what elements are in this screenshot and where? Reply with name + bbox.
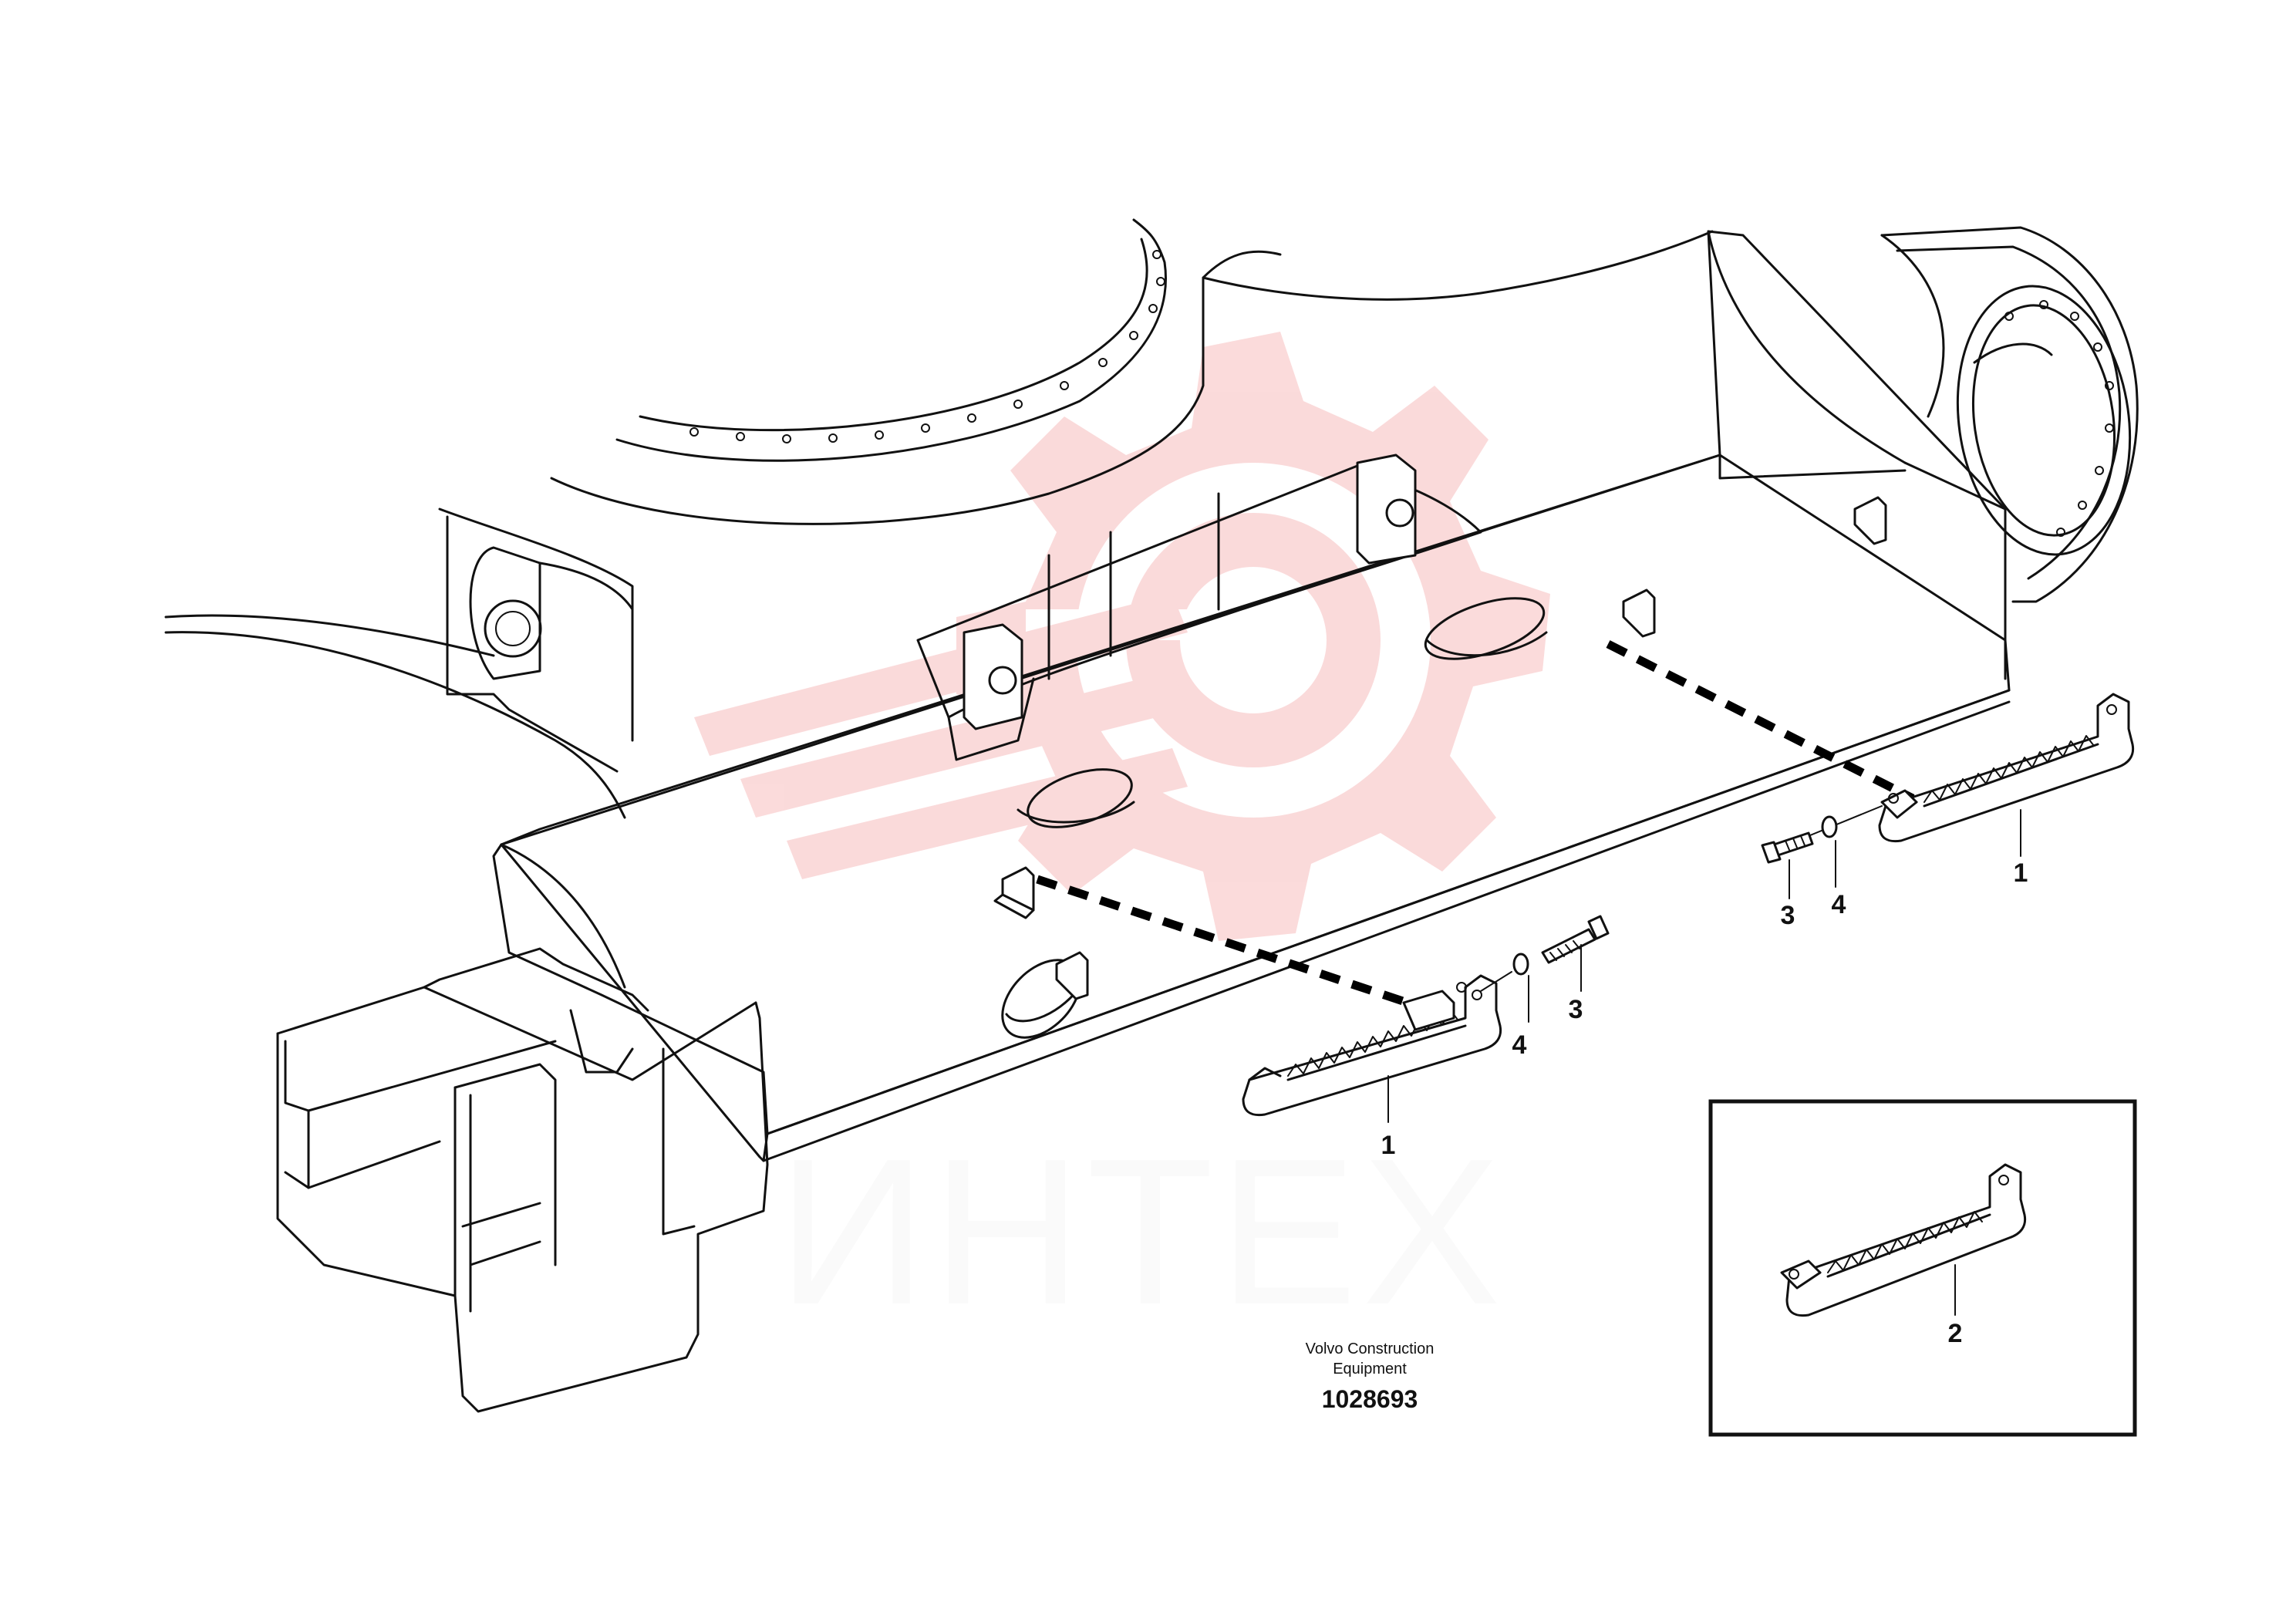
fasteners-right bbox=[1761, 805, 1883, 864]
install-line-right bbox=[1606, 640, 1915, 802]
credit-line-2: Equipment bbox=[1333, 1361, 1407, 1378]
ring-bolt-holes bbox=[689, 250, 1165, 443]
washer-left bbox=[1512, 953, 1529, 976]
callout-1-left: 1 bbox=[1381, 1131, 1396, 1160]
step-ladder-detail bbox=[1780, 1163, 2027, 1317]
diagram-credit: Volvo Construction Equipment 1028693 bbox=[1306, 1340, 1435, 1413]
watermark-text: ИНТЕХ bbox=[777, 1116, 1505, 1348]
washer-right bbox=[1821, 815, 1838, 838]
inset-detail: 2 bbox=[1708, 1099, 2137, 1437]
track-frame-left-end bbox=[276, 843, 769, 1413]
mounting-tabs bbox=[993, 496, 1887, 1000]
leader-lines bbox=[1387, 809, 2021, 1123]
step-ladder-right bbox=[1878, 693, 2135, 843]
car-body bbox=[500, 230, 2011, 1162]
part-number: 1028693 bbox=[1322, 1385, 1418, 1413]
callout-3-left: 3 bbox=[1569, 995, 1583, 1024]
ring-bolt-holes-right bbox=[2004, 300, 2114, 537]
watermark-logo: ИНТЕХ bbox=[694, 332, 1550, 1348]
center-brace bbox=[916, 454, 1482, 761]
installation-lines bbox=[1036, 640, 1915, 1011]
upper-frame-outline bbox=[164, 508, 634, 819]
callout-4-right: 4 bbox=[1832, 890, 1846, 919]
callout-1-right: 1 bbox=[2014, 858, 2028, 888]
bolt-right bbox=[1761, 831, 1814, 864]
install-line-left bbox=[1036, 875, 1421, 1011]
callout-4-left: 4 bbox=[1512, 1030, 1527, 1060]
bolt-left bbox=[1541, 915, 1610, 964]
fasteners-left bbox=[1480, 915, 1610, 992]
credit-line-1: Volvo Construction bbox=[1306, 1340, 1435, 1357]
slewing-ring-left bbox=[550, 218, 1714, 525]
step-ladder-left bbox=[1242, 974, 1502, 1117]
callout-3-right: 3 bbox=[1781, 901, 1795, 930]
callout-2: 2 bbox=[1948, 1319, 1963, 1348]
gear-logo-icon bbox=[694, 332, 1550, 941]
track-frame-right-end bbox=[1880, 226, 2139, 603]
